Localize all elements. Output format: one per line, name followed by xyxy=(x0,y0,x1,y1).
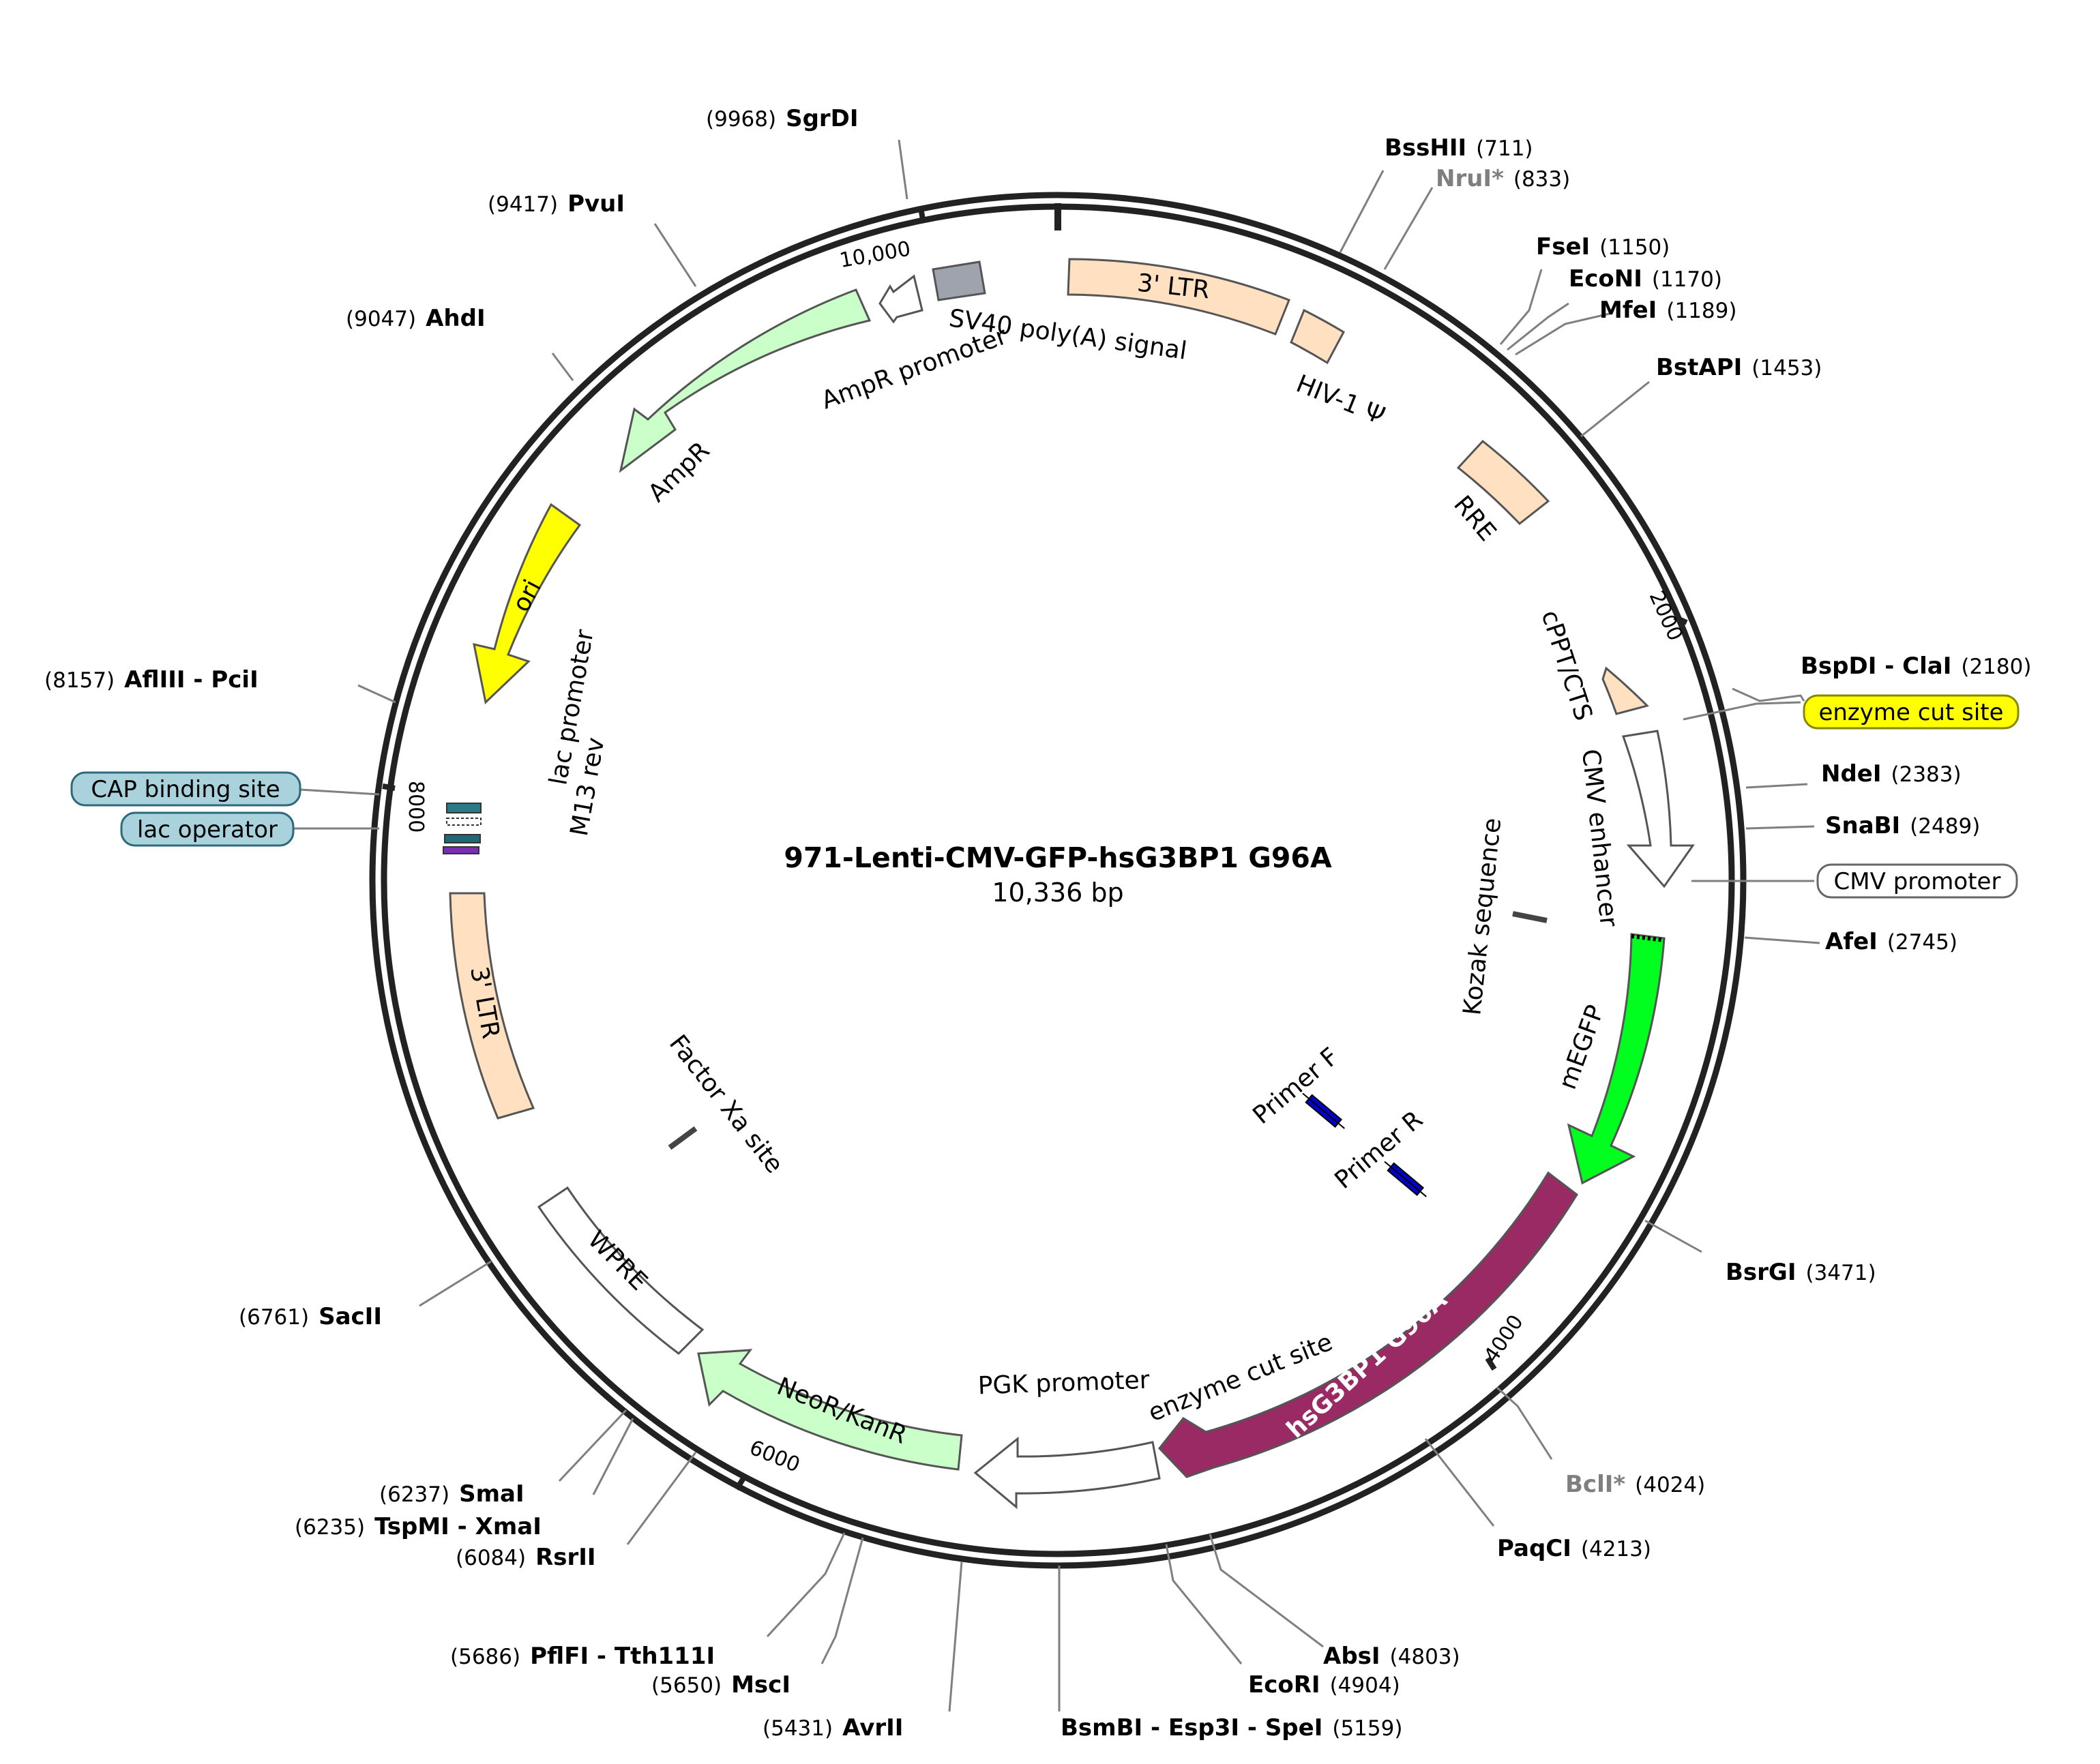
feature-label-megfp: mEGFP xyxy=(1554,1002,1610,1093)
feature-neor-kanr xyxy=(697,1349,963,1471)
enzyme-smai: (6237)SmaI xyxy=(379,1480,524,1508)
feature-3ltr-top xyxy=(1067,258,1290,335)
enzyme-snabi: SnaBI(2489) xyxy=(1825,812,1980,839)
tick-label-6000: 6000 xyxy=(746,1436,803,1478)
enzyme-ahdi: (9047)AhdI xyxy=(346,305,486,332)
enzyme-bsrgi: BsrGI(3471) xyxy=(1726,1259,1876,1286)
lac-promoter-mark xyxy=(446,818,482,826)
enzyme-afliii-pcii: (8157)AflIII - PciI xyxy=(44,666,258,693)
kozak-mark xyxy=(1512,911,1548,923)
enzyme-ecori: EcoRI(4904) xyxy=(1248,1671,1400,1699)
feature-ori xyxy=(473,503,582,704)
boxed-labels: enzyme cut site CMV promoter CAP binding… xyxy=(70,694,2020,899)
feature-ampr xyxy=(619,288,872,473)
enzyme-avrii: (5431)AvrII xyxy=(763,1714,903,1741)
tick-6000 xyxy=(734,1476,746,1491)
enzyme-bcli: BclI*(4024) xyxy=(1565,1471,1705,1498)
enzyme-sgrdi: (9968)SgrDI xyxy=(706,105,859,132)
cap-binding-site-mark xyxy=(446,803,482,813)
box-lac-operator: lac operator xyxy=(137,816,278,843)
feature-ampr-promoter xyxy=(878,274,923,324)
enzyme-mfei: MfeI(1189) xyxy=(1599,297,1736,324)
box-cap-binding-site: CAP binding site xyxy=(91,776,280,803)
m13-rev-mark xyxy=(443,846,479,854)
enzyme-bsmbi-esp3i-spei: BsmBI - Esp3I - SpeI(5159) xyxy=(1061,1714,1402,1741)
box-cmv-promoter: CMV promoter xyxy=(1834,868,2001,895)
enzyme-pvui: (9417)PvuI xyxy=(488,190,625,218)
lac-operator-mark xyxy=(444,834,481,843)
enzyme-ndei: NdeI(2383) xyxy=(1821,760,1962,788)
factor-xa-mark xyxy=(668,1126,698,1150)
enzyme-afei: AfeI(2745) xyxy=(1825,928,1957,955)
enzyme-absi: AbsI(4803) xyxy=(1323,1643,1460,1670)
enzyme-msci: (5650)MscI xyxy=(651,1671,790,1699)
feature-label-pgk-promoter: PGK promoter xyxy=(977,1366,1150,1401)
feature-pgk-promoter xyxy=(973,1436,1161,1510)
feature-megfp xyxy=(1567,933,1666,1185)
label-kozak: Kozak sequence xyxy=(1458,817,1507,1017)
feature-hiv1-psi xyxy=(1290,308,1345,365)
box-enzyme-cut-site: enzyme cut site xyxy=(1818,699,2003,726)
tick-2000 xyxy=(1673,614,1688,625)
enzyme-paqci: PaqCI(4213) xyxy=(1497,1535,1651,1562)
plasmid-length: 10,336 bp xyxy=(992,878,1123,908)
enzyme-bstapi: BstAPI(1453) xyxy=(1656,354,1822,381)
enzyme-labels: BssHII(711) NruI*(833) FseI(1150) EcoNI(… xyxy=(44,105,2031,1741)
feature-rre xyxy=(1456,439,1550,526)
feature-label-ampr: AmpR xyxy=(643,436,715,507)
tick-4000 xyxy=(1485,1356,1497,1371)
tick-8000 xyxy=(382,783,396,791)
enzyme-nrui: NruI*(833) xyxy=(1436,165,1570,192)
feature-label-hiv1-psi: HIV-1 Ψ xyxy=(1292,370,1389,430)
feature-cppt-cts xyxy=(1601,666,1649,715)
feature-label-cmv-enhancer: CMV enhancer xyxy=(1576,748,1623,929)
enzyme-fsei: FseI(1150) xyxy=(1536,233,1670,260)
enzyme-pflfi-tth111i: (5686)PflFI - Tth111I xyxy=(450,1643,715,1670)
enzyme-rsrii: (6084)RsrII xyxy=(456,1544,596,1571)
label-factor-xa: Factor Xa site xyxy=(664,1030,788,1178)
primer-f xyxy=(1302,1092,1345,1129)
feature-label-cppt-cts: cPPT/CTS xyxy=(1535,607,1597,724)
enzyme-sacii: (6761)SacII xyxy=(239,1303,382,1330)
feature-cmv-enhancer xyxy=(1621,730,1695,888)
tick-label-8000: 8000 xyxy=(404,781,428,833)
feature-hsg3bp1 xyxy=(1158,1171,1578,1478)
enzyme-econi: EcoNI(1170) xyxy=(1569,265,1722,293)
tick-10000 xyxy=(918,207,926,220)
feature-sv40-polya xyxy=(932,260,986,301)
plasmid-title: 971-Lenti-CMV-GFP-hsG3BP1 G96A xyxy=(784,841,1332,874)
enzyme-bspdi-clai: BspDI - ClaI(2180) xyxy=(1801,653,2031,680)
feature-3ltr-left xyxy=(449,892,535,1120)
tick-label-4000: 4000 xyxy=(1479,1311,1528,1367)
feature-wpre xyxy=(537,1186,705,1355)
enzyme-lines xyxy=(293,139,1820,1712)
enzyme-bsshii: BssHII(711) xyxy=(1385,134,1533,162)
enzyme-tspmi-xmai: (6235)TspMI - XmaI xyxy=(295,1513,542,1540)
primer-r xyxy=(1384,1161,1427,1197)
